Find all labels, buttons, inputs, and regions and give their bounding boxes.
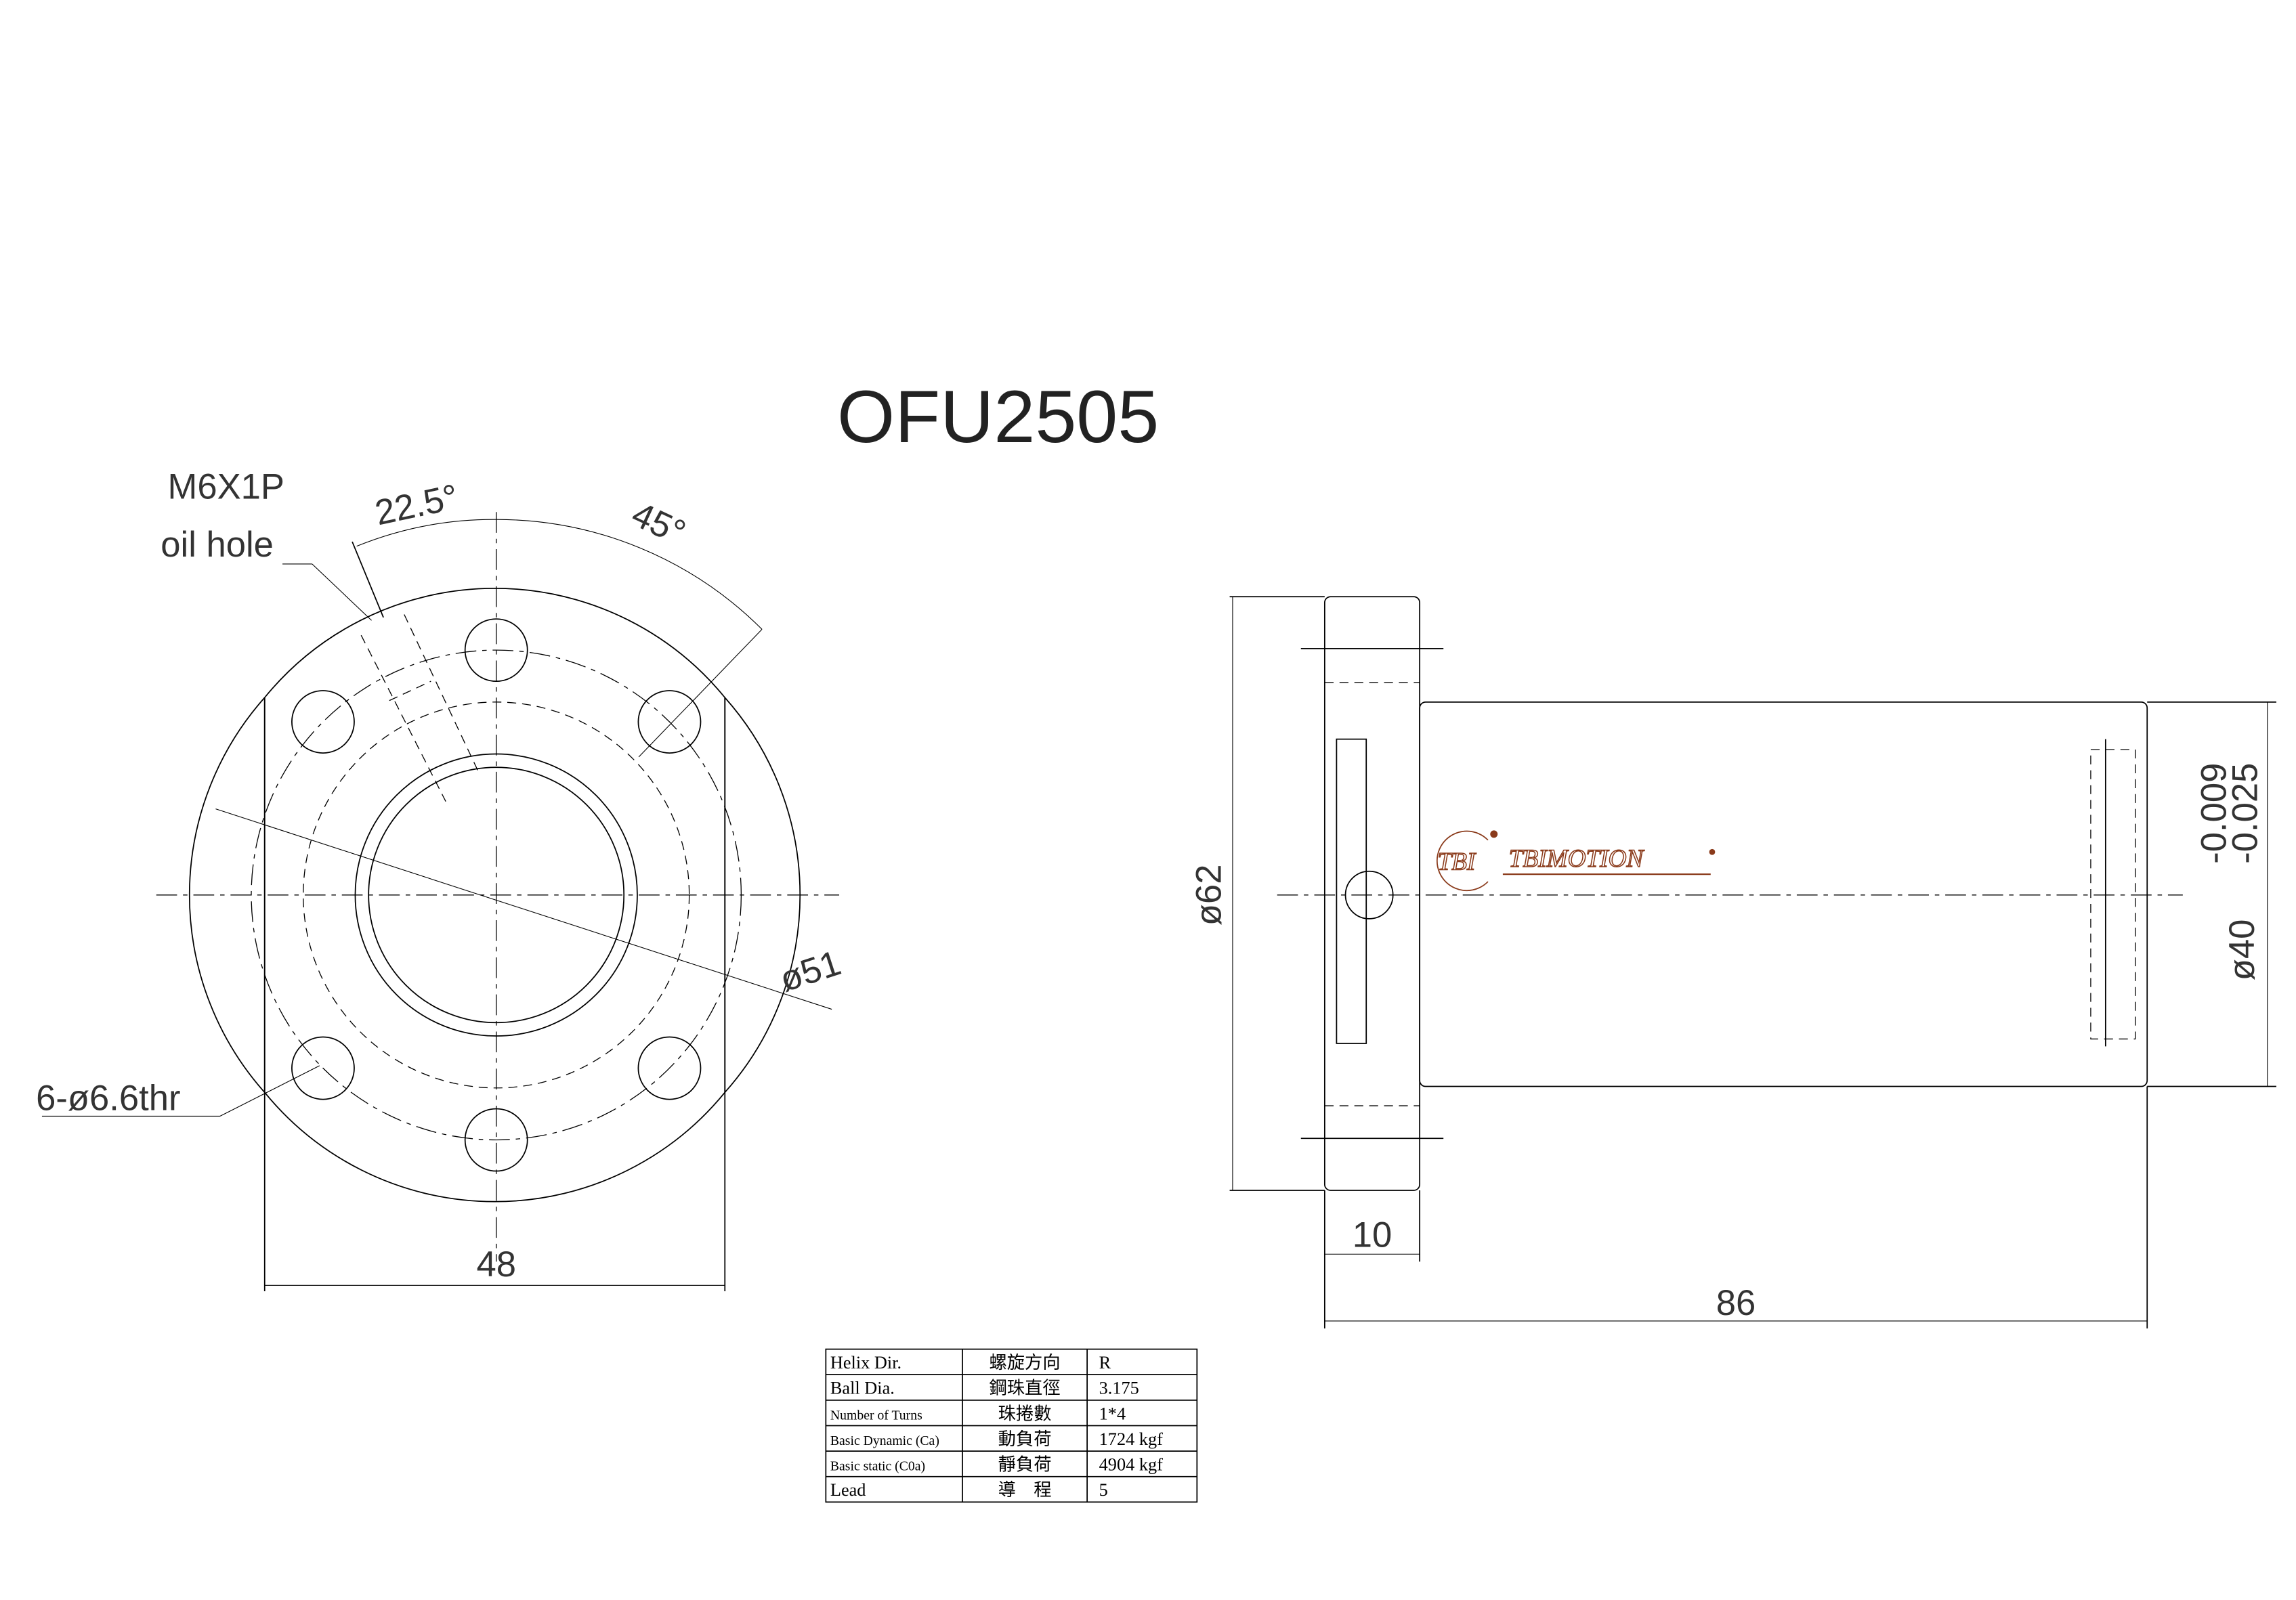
side-view: ø62 ø40 -0.009 -0.025 10 86 TBI TBIMOTIO… [1189,596,2276,1328]
oil-hole-label: oil hole [161,525,274,565]
mounting-hole [464,1108,528,1172]
spec-table: Helix Dir. 螺旋方向 R Ball Dia. 鋼珠直徑 3.175Number … [825,1348,1198,1503]
spec-cell-en: Number of Turns [830,1408,922,1423]
spec-cell-value: R [1099,1353,1111,1372]
front-view: M6X1P oil hole 22.5° 45° ø51 6-ø6.6thr 4… [36,467,846,1292]
spec-cell-en: Ball Dia. [830,1379,895,1398]
mounting-hole [291,690,355,754]
spec-cell-zh: 動負荷 [998,1429,1052,1449]
holes-label: 6-ø6.6thr [36,1079,180,1119]
spec-cell-zh: 靜負荷 [998,1455,1052,1475]
spec-cell-zh: 導 程 [998,1480,1052,1500]
mounting-hole [637,1036,702,1100]
spec-cell-zh: 珠捲數 [998,1404,1052,1423]
spec-cell-zh: 鋼珠直徑 [989,1379,1060,1398]
pcd-label: ø51 [775,943,845,999]
body-dia-label: ø40 [2222,920,2262,981]
spec-cell-zh: 螺旋方向 [989,1353,1060,1372]
drawing-title: OFU2505 [837,376,1159,458]
angle-22-5-label: 22.5° [372,477,462,533]
mounting-hole [291,1036,355,1100]
body-tol-upper: -0.009 [2194,763,2234,864]
flat-width-label: 48 [476,1245,516,1284]
flange-dia-label: ø62 [1189,864,1229,926]
spec-cell-en: Basic Dynamic (Ca) [830,1433,939,1448]
spec-cell-value: 1*4 [1099,1404,1126,1423]
body-tol-lower: -0.025 [2225,763,2265,864]
logo-mark: TBI [1437,848,1476,876]
spec-cell-en: Basic static (C0a) [830,1459,925,1474]
spec-cell-value: 3.175 [1099,1379,1139,1398]
logo-name: TBIMOTION [1509,845,1645,873]
length-label: 86 [1716,1283,1756,1323]
spec-cell-en: Lead [830,1480,866,1500]
mounting-hole [637,690,702,754]
flange-thickness-label: 10 [1353,1215,1393,1255]
spec-cell-value: 1724 kgf [1099,1429,1163,1449]
spec-cell-value: 4904 kgf [1099,1455,1163,1475]
oil-hole-thread-label: M6X1P [168,467,284,507]
mounting-hole [464,618,528,683]
spec-cell-value: 5 [1099,1480,1108,1500]
angle-45-label: 45° [626,494,692,553]
tbi-logo: TBI TBIMOTION [1436,830,1716,892]
spec-cell-en: Helix Dir. [830,1353,901,1372]
